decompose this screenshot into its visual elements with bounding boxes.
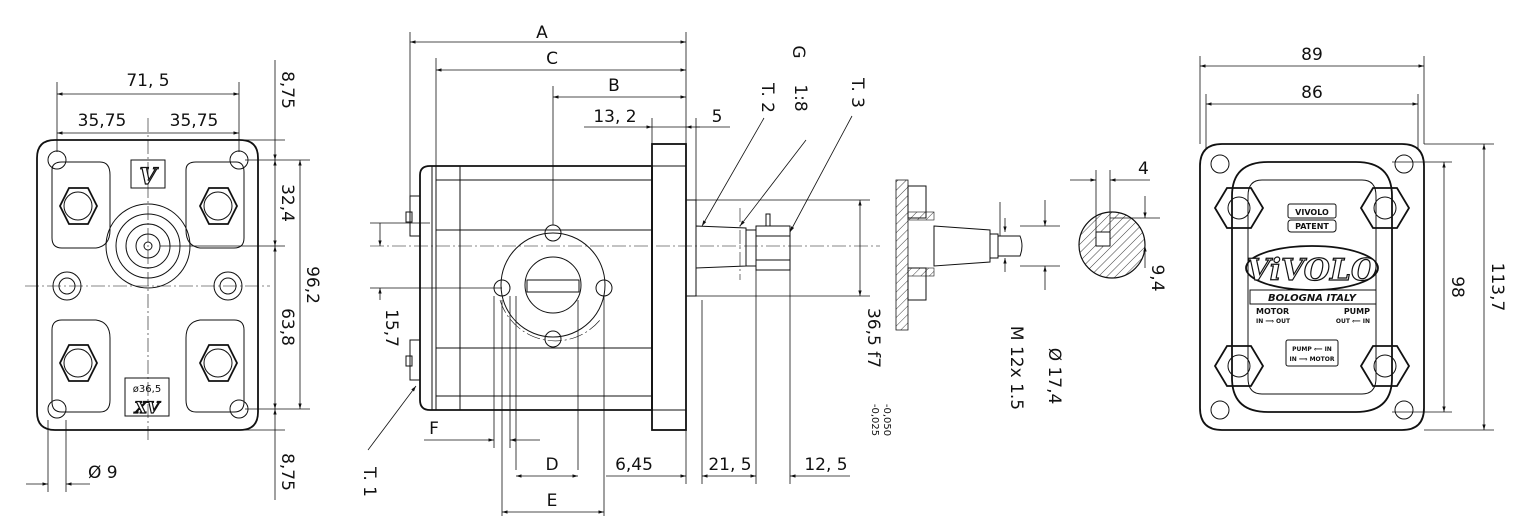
label-e: E <box>547 491 558 511</box>
dim-8-75-bottom: 8,75 <box>277 453 297 491</box>
dim-98: 98 <box>1447 276 1467 298</box>
brand-logo: ViVOLO <box>1247 253 1377 288</box>
mount-hole-bottom-left <box>47 399 67 419</box>
key-width: 4 <box>1138 159 1149 179</box>
back-view: VIVOLO PATENT ViVOLO BOLOGNA ITALY MOTOR… <box>1199 45 1507 431</box>
tol-lower: -0,050 <box>881 404 892 436</box>
front-view: V ø36,5 XV 71, 5 35,75 35,75 8,75 32,4 6… <box>25 60 322 500</box>
plate-line-2: IN ⟹ MOTOR <box>1290 356 1335 363</box>
label-b: B <box>608 76 620 96</box>
label-f: F <box>429 419 439 439</box>
dim-5: 5 <box>712 107 723 127</box>
mount-hole-top-left <box>47 150 67 170</box>
dim-32-4: 32,4 <box>277 184 297 222</box>
dim-71-5: 71, 5 <box>126 71 169 91</box>
dim-13-2: 13, 2 <box>593 107 636 127</box>
xv-mark: XV <box>134 398 161 417</box>
dim-35-75-right: 35,75 <box>170 111 219 131</box>
dim-6-45: 6,45 <box>615 455 653 475</box>
rear-hole-bottom-right <box>1394 400 1414 420</box>
taper-ratio: 1:8 <box>790 84 810 111</box>
dim-89: 89 <box>1301 45 1323 65</box>
bolt-heads <box>58 187 239 382</box>
shaft-diameter: Ø 17,4 <box>1044 348 1064 405</box>
bottom-diameter-mark: ø36,5 <box>133 384 161 395</box>
dim-pilot-36-5-f7: 36,5 f7 <box>863 308 883 368</box>
dim-21-5: 21, 5 <box>708 455 751 475</box>
dim-hole-diameter: Ø 9 <box>88 463 118 483</box>
dim-8-75-top: 8,75 <box>277 71 297 109</box>
side-view: A C B 13, 2 5 G 1:8 T. 2 T. 3 36,5 f7 -0… <box>359 23 892 516</box>
key-section: 4 9,4 <box>1070 159 1167 292</box>
dim-15-7: 15,7 <box>381 309 401 347</box>
key-height: 9,4 <box>1147 264 1167 291</box>
label-c: C <box>546 49 558 69</box>
motor-io-label: IN ⟹ OUT <box>1256 318 1291 325</box>
rear-hole-bottom-left <box>1210 400 1230 420</box>
logo-letter: V <box>139 164 158 190</box>
label-g: G <box>788 45 808 58</box>
pump-label: PUMP <box>1344 307 1370 316</box>
rear-hole-top-left <box>1210 154 1230 174</box>
patent-label: PATENT <box>1295 222 1329 231</box>
label-t1: T. 1 <box>359 466 379 497</box>
label-a: A <box>536 23 548 43</box>
rear-hole-top-right <box>1394 154 1414 174</box>
dim-86: 86 <box>1301 83 1323 103</box>
plate-line-1: PUMP ⟸ IN <box>1292 346 1332 353</box>
dim-96-2: 96,2 <box>302 266 322 304</box>
tol-upper: -0,025 <box>869 404 880 436</box>
brand-small: VIVOLO <box>1295 208 1329 217</box>
dim-12-5: 12, 5 <box>804 455 847 475</box>
label-d: D <box>545 455 558 475</box>
dim-113-7: 113,7 <box>1487 263 1507 312</box>
label-t3: T. 3 <box>847 77 867 108</box>
rear-bolts <box>1213 187 1411 387</box>
dim-63-8: 63,8 <box>277 308 297 346</box>
label-t2: T. 2 <box>757 82 777 113</box>
motor-label: MOTOR <box>1256 307 1289 316</box>
dim-35-75-left: 35,75 <box>78 111 127 131</box>
shaft-detail: M 12x 1.5 Ø 17,4 <box>895 179 1064 410</box>
shaft-thread: M 12x 1.5 <box>1006 326 1026 410</box>
city-label: BOLOGNA ITALY <box>1268 293 1358 304</box>
pump-io-label: OUT ⟸ IN <box>1336 318 1370 325</box>
